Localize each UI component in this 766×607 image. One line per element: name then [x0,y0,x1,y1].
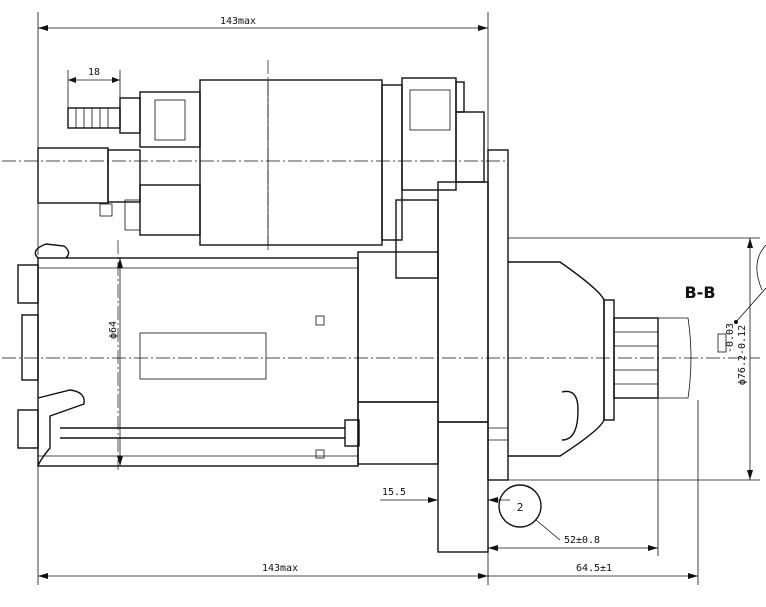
plug-connector [37,147,141,231]
nose-pinion [508,261,727,457]
solenoid [139,77,485,246]
item-balloon [498,484,542,528]
centerlines [2,60,760,470]
overall-length-bottom: 143max [262,563,298,574]
drive-housing [357,149,509,553]
pilot-tolerance-upper: -0.03 [725,323,736,353]
pilot-diameter: ϕ76.2-0.12 [737,325,748,385]
motor-body [17,243,360,467]
section-label: B-B [684,283,715,302]
dimension-lines [37,12,766,585]
balloon-number: 2 [517,501,524,514]
terminal-stud [67,97,141,134]
overall-length-top: 143max [220,16,256,27]
nose-length: 64.5±1 [576,563,612,574]
pinion-projection: 52±0.8 [564,535,600,546]
flange-offset: 15.5 [382,487,406,498]
body-diameter: ϕ64 [108,321,119,339]
terminal-dimension: 18 [88,67,100,78]
